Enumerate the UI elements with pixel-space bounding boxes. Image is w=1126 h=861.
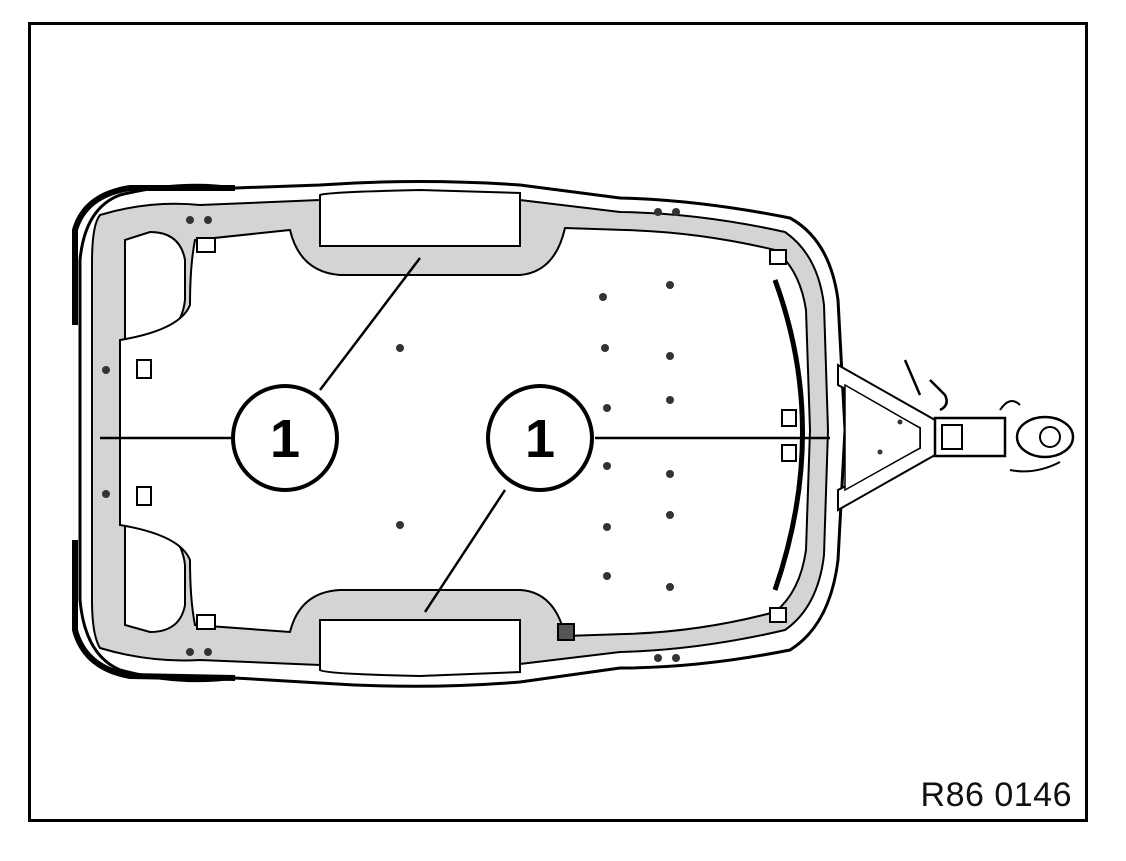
tie-down-bracket xyxy=(781,444,797,462)
front-curved-rail xyxy=(772,279,805,591)
callout-circle xyxy=(231,384,339,492)
safety-cable xyxy=(999,400,1061,473)
leader-line xyxy=(423,489,507,613)
tie-down-bracket xyxy=(769,249,787,265)
tie-down-bracket xyxy=(136,359,152,379)
tie-down-bracket xyxy=(781,409,797,427)
tie-down-bracket xyxy=(196,237,216,253)
tie-down-bracket xyxy=(136,486,152,506)
callout-right: 1 xyxy=(486,384,594,492)
rear-bumper-top xyxy=(72,185,235,325)
jockey-wheel xyxy=(903,359,948,412)
figure-reference-code: R86 0146 xyxy=(920,776,1072,814)
callout-left: 1 xyxy=(231,384,339,492)
callout-circle xyxy=(486,384,594,492)
callout-leader-lines xyxy=(100,257,830,613)
hitch-ball-center xyxy=(1039,426,1061,448)
drawbar-plate xyxy=(844,383,921,492)
rear-bumper-bottom xyxy=(72,540,236,681)
deck-bolts xyxy=(102,208,903,662)
callout-number: 1 xyxy=(525,409,555,469)
hitch-lock xyxy=(941,424,963,450)
drain-plug xyxy=(557,623,575,641)
trailer-deck xyxy=(119,226,812,638)
wheel-arch-top xyxy=(319,188,521,247)
leader-line xyxy=(319,257,421,391)
tie-down-bracket xyxy=(196,614,216,630)
tie-down-bracket xyxy=(769,607,787,623)
callout-number: 1 xyxy=(270,409,300,469)
wheel-arch-bottom xyxy=(319,619,521,678)
tie-down-brackets xyxy=(136,237,797,641)
